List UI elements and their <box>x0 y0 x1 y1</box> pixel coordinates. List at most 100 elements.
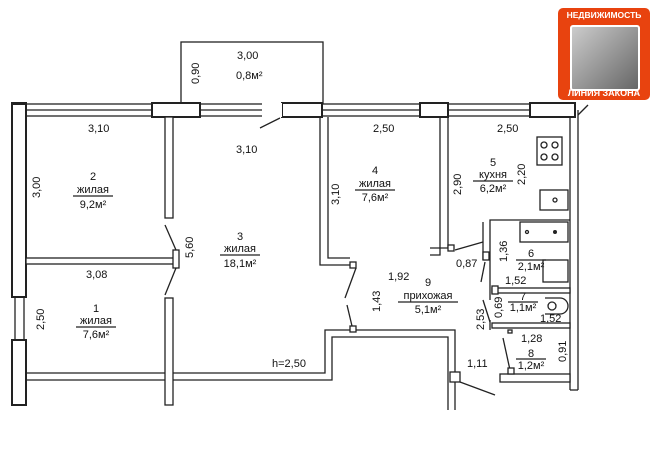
plan-element <box>319 117 350 266</box>
label: кухня <box>479 169 507 181</box>
plan-element <box>482 299 491 323</box>
label: 1,1м² <box>510 302 537 314</box>
label: жилая <box>80 315 112 327</box>
label: 1,11 <box>467 358 488 370</box>
label: 9,2м² <box>80 199 107 211</box>
plan-element <box>164 116 174 219</box>
left-wall <box>11 103 27 406</box>
label: 2 <box>90 171 96 183</box>
plan-element <box>553 230 557 234</box>
ceiling-height: h=2,50 <box>272 358 306 370</box>
plan-element <box>26 329 456 374</box>
stove-icon <box>536 136 563 166</box>
label: 0,69 <box>493 297 505 318</box>
label: 1,2м² <box>518 360 545 372</box>
plan-element <box>491 285 499 295</box>
label: 18,1м² <box>224 258 257 270</box>
washbasin-icon <box>542 259 569 283</box>
label: 7 <box>520 291 526 303</box>
plan-element <box>540 141 548 149</box>
fixtures <box>519 136 569 315</box>
plan-element <box>507 367 515 375</box>
label: 7,6м² <box>362 192 389 204</box>
plan-element <box>482 251 490 261</box>
plan-element <box>551 153 559 161</box>
balcony-width: 3,00 <box>237 50 258 62</box>
room-6: 62,1м² <box>516 248 546 273</box>
plan-element <box>172 249 180 269</box>
label: 4 <box>372 165 378 177</box>
plan-element <box>430 117 441 256</box>
label: 2,90 <box>452 174 464 195</box>
label: 5,60 <box>184 237 196 258</box>
plan-element <box>577 104 589 116</box>
bathtub-icon <box>519 221 569 243</box>
label: 1,52 <box>505 275 526 287</box>
plan-element <box>281 102 323 118</box>
label: 2,50 <box>373 123 394 135</box>
label: 1 <box>93 303 99 315</box>
top-wall <box>11 102 576 129</box>
label: 0,91 <box>557 341 569 362</box>
plan-element <box>480 261 486 283</box>
plan-element <box>151 102 201 118</box>
plan-element <box>164 224 177 251</box>
plan-element <box>551 141 559 149</box>
plan-element <box>259 117 281 129</box>
plan-element <box>11 103 27 298</box>
plan-element <box>11 339 27 406</box>
label: 2,1м² <box>518 261 545 273</box>
plan-element <box>547 301 557 311</box>
label: 1,36 <box>498 241 510 262</box>
plan-element <box>459 381 496 396</box>
plan-element <box>524 229 530 235</box>
balcony-depth: 0,90 <box>190 63 202 84</box>
label: 6 <box>528 248 534 260</box>
agency-logo: НЕДВИЖИМОСТЬ ЛИНИЯ ЗАКОНА <box>558 8 650 100</box>
column-capital-icon <box>570 25 640 91</box>
label: 2,50 <box>497 123 518 135</box>
toilet-icon <box>545 297 569 315</box>
plan-element <box>552 197 558 203</box>
plan-element <box>164 297 174 406</box>
plan-element <box>491 322 571 329</box>
interior-walls <box>25 116 571 406</box>
label: 9 <box>425 277 431 289</box>
label: 3,10 <box>330 184 342 205</box>
label: 3 <box>237 231 243 243</box>
label: 3,08 <box>86 269 107 281</box>
logo-top-text: НЕДВИЖИМОСТЬ <box>566 10 642 20</box>
plan-element <box>502 337 511 371</box>
plan-element <box>507 329 513 334</box>
plan-element <box>430 117 449 249</box>
label: 2,53 <box>475 309 487 330</box>
plan-element <box>349 325 357 333</box>
balcony-area: 0,8м² <box>236 70 263 82</box>
room-7: 71,1м² <box>508 291 538 314</box>
logo-bottom-text: ЛИНИЯ ЗАКОНА <box>567 88 641 98</box>
bottom-wall <box>26 329 571 410</box>
plan-element <box>419 102 449 118</box>
label: жилая <box>224 243 256 255</box>
right-wall <box>569 104 589 391</box>
plan-element <box>262 103 282 117</box>
plan-element <box>491 287 571 294</box>
plan-element <box>26 336 449 410</box>
room-8: 81,2м² <box>516 348 546 372</box>
plan-element <box>327 117 350 259</box>
plan-element <box>344 267 357 299</box>
label: жилая <box>77 184 109 196</box>
plan-element <box>346 304 353 327</box>
sink-icon <box>539 189 569 211</box>
label: 3,10 <box>236 144 257 156</box>
plan-element <box>489 219 570 300</box>
dimension-labels: 3,00 0,8м² 0,90 3,10 3,10 2,50 2,50 3,00… <box>31 50 569 370</box>
label: 5,1м² <box>415 304 442 316</box>
plan-element <box>164 267 177 296</box>
